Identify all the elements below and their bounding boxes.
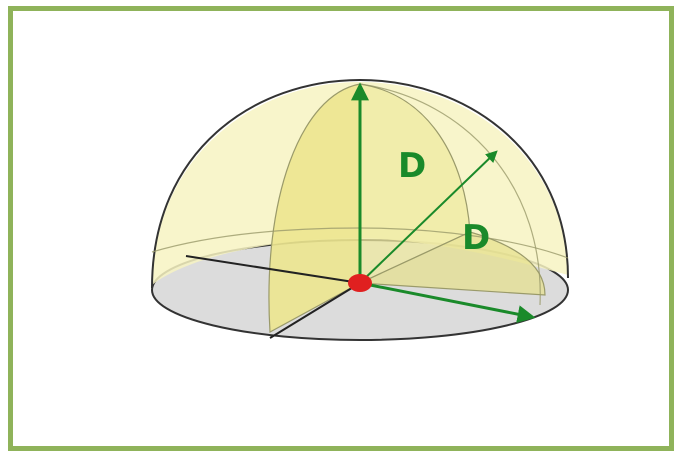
dome-outline bbox=[151, 78, 569, 289]
label-vertical-distance: D bbox=[398, 146, 426, 186]
center-point bbox=[348, 274, 372, 292]
dome-cutaway-right bbox=[359, 83, 471, 284]
dome-cutaway-floor bbox=[359, 231, 546, 296]
label-diagonal-distance: D bbox=[462, 218, 490, 258]
base-cut-line-left bbox=[185, 255, 361, 284]
horizontal-arrow bbox=[359, 281, 536, 324]
diagonal-arrow bbox=[359, 150, 498, 284]
base-cut-line-front bbox=[269, 282, 361, 339]
